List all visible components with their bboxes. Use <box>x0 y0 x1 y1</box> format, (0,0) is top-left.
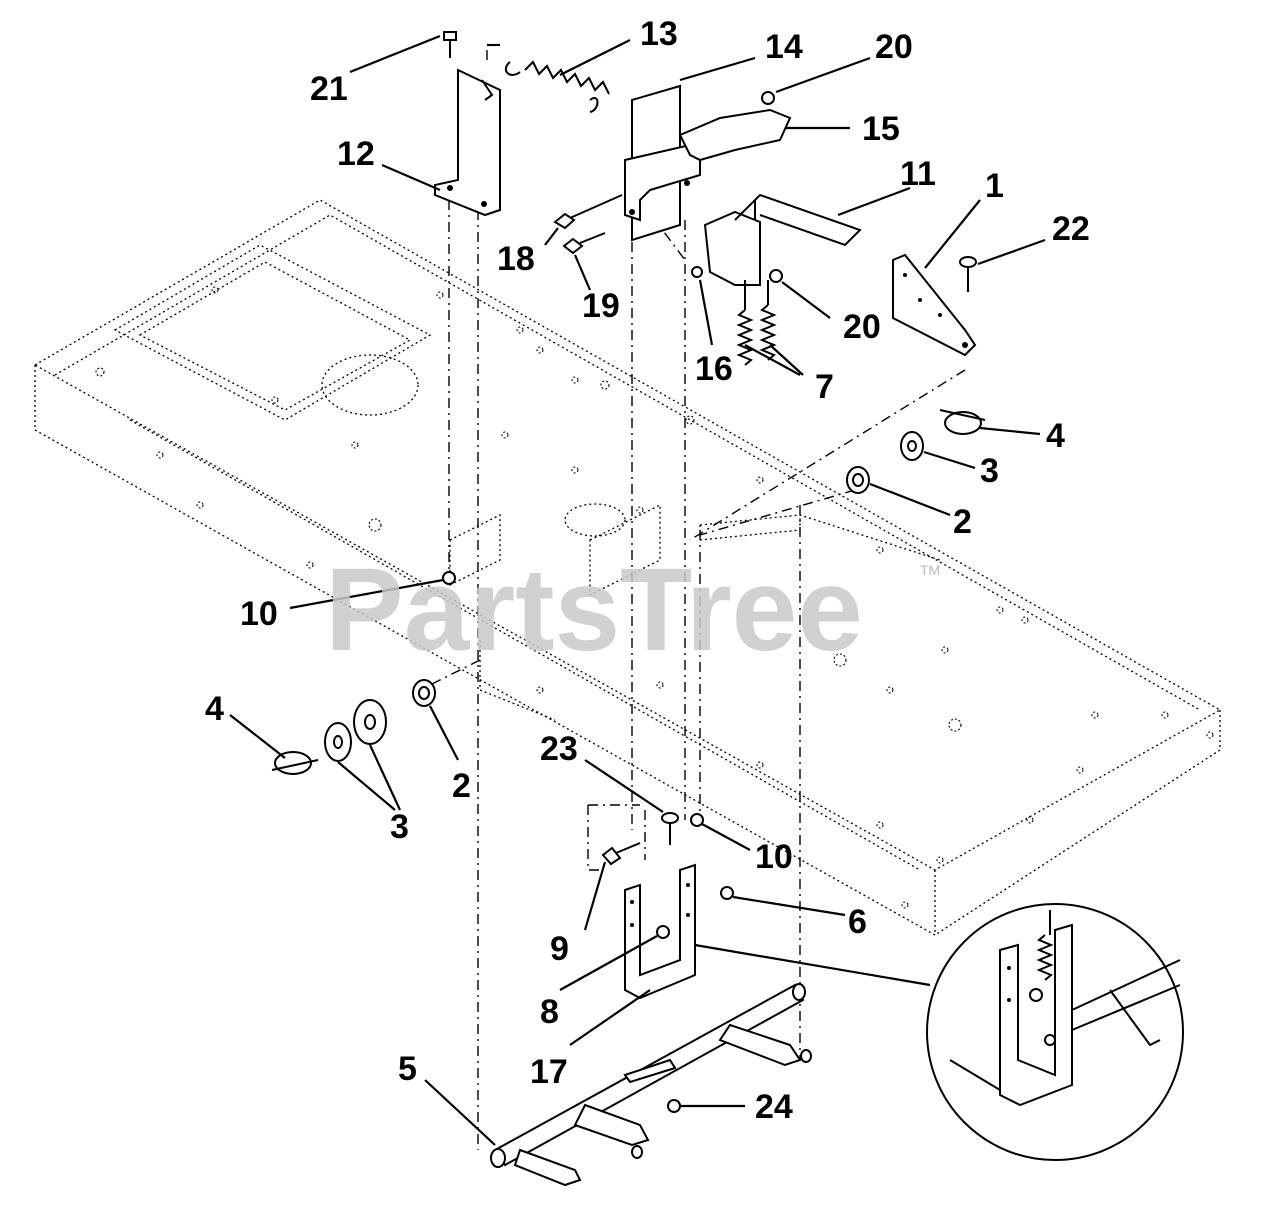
bolt-18 <box>553 194 623 230</box>
callout-5: 5 <box>398 1050 417 1088</box>
callout-17: 17 <box>530 1053 568 1091</box>
detail-inset <box>926 903 1184 1161</box>
callout-2-right: 2 <box>953 503 972 541</box>
frame-assembly <box>33 199 1222 937</box>
quadrant-plate-1 <box>892 253 977 357</box>
nut-16 <box>691 266 703 278</box>
washers-3-left <box>324 699 387 762</box>
watermark-brand: PartsTree <box>325 544 863 676</box>
nut-20-side <box>769 269 783 283</box>
cross-shaft-5 <box>490 983 812 1187</box>
bolt-23 <box>661 812 679 845</box>
callout-18: 18 <box>497 240 535 278</box>
carriage-bolt-22 <box>959 256 977 292</box>
leader-lines <box>229 34 1046 1146</box>
callout-11: 11 <box>900 155 936 193</box>
callout-13: 13 <box>640 15 678 53</box>
callout-21: 21 <box>310 70 348 108</box>
bushing-2-right <box>846 466 870 494</box>
washer-3-right <box>900 431 924 461</box>
nut-10-lower <box>690 813 704 827</box>
callout-10-upper: 10 <box>240 595 278 633</box>
hairpin-clip-4-right <box>939 409 986 435</box>
callout-14: 14 <box>765 28 803 66</box>
callout-3-left: 3 <box>390 808 409 846</box>
frame-holes <box>95 286 1214 909</box>
bushing-2-left <box>412 679 436 707</box>
callout-20-top: 20 <box>875 28 913 66</box>
callout-labels: 1 2 2 3 3 4 4 5 6 7 8 9 10 10 11 12 13 1… <box>205 15 1090 1126</box>
spring-13 <box>504 60 610 113</box>
callout-12: 12 <box>337 135 375 173</box>
bolt-19 <box>562 232 606 255</box>
lever-arm-14 <box>624 84 792 242</box>
callout-6: 6 <box>848 903 867 941</box>
callout-22: 22 <box>1052 210 1090 248</box>
callout-7: 7 <box>815 368 834 406</box>
bolt-9 <box>601 842 641 866</box>
bracket-17 <box>624 863 696 1000</box>
bracket-12 <box>434 31 501 217</box>
hairpin-clip-4-left <box>271 751 319 775</box>
watermark-trademark: TM <box>920 562 940 578</box>
nut-8 <box>656 925 670 939</box>
callout-10-lower: 10 <box>755 838 793 876</box>
springs-7 <box>736 280 777 366</box>
callout-15: 15 <box>862 110 900 148</box>
pedal-bracket-11 <box>703 193 862 286</box>
nut-20-top <box>761 91 775 105</box>
callout-9: 9 <box>550 930 569 968</box>
assembly-guide-lines <box>419 45 966 1150</box>
watermark: PartsTree TM <box>325 544 940 676</box>
callout-1: 1 <box>985 167 1004 205</box>
callout-3-right: 3 <box>980 452 999 490</box>
nut-10-upper <box>442 571 456 585</box>
callout-2-left: 2 <box>452 767 471 805</box>
nut-24 <box>667 1099 681 1113</box>
nut-6 <box>720 886 734 900</box>
callout-19: 19 <box>582 287 620 325</box>
callout-8: 8 <box>540 993 559 1031</box>
callout-4-right: 4 <box>1046 417 1065 455</box>
callout-24: 24 <box>755 1088 793 1126</box>
callout-4-left: 4 <box>205 690 224 728</box>
callout-20-side: 20 <box>843 308 881 346</box>
callout-16: 16 <box>695 350 733 388</box>
callout-23: 23 <box>540 730 578 768</box>
